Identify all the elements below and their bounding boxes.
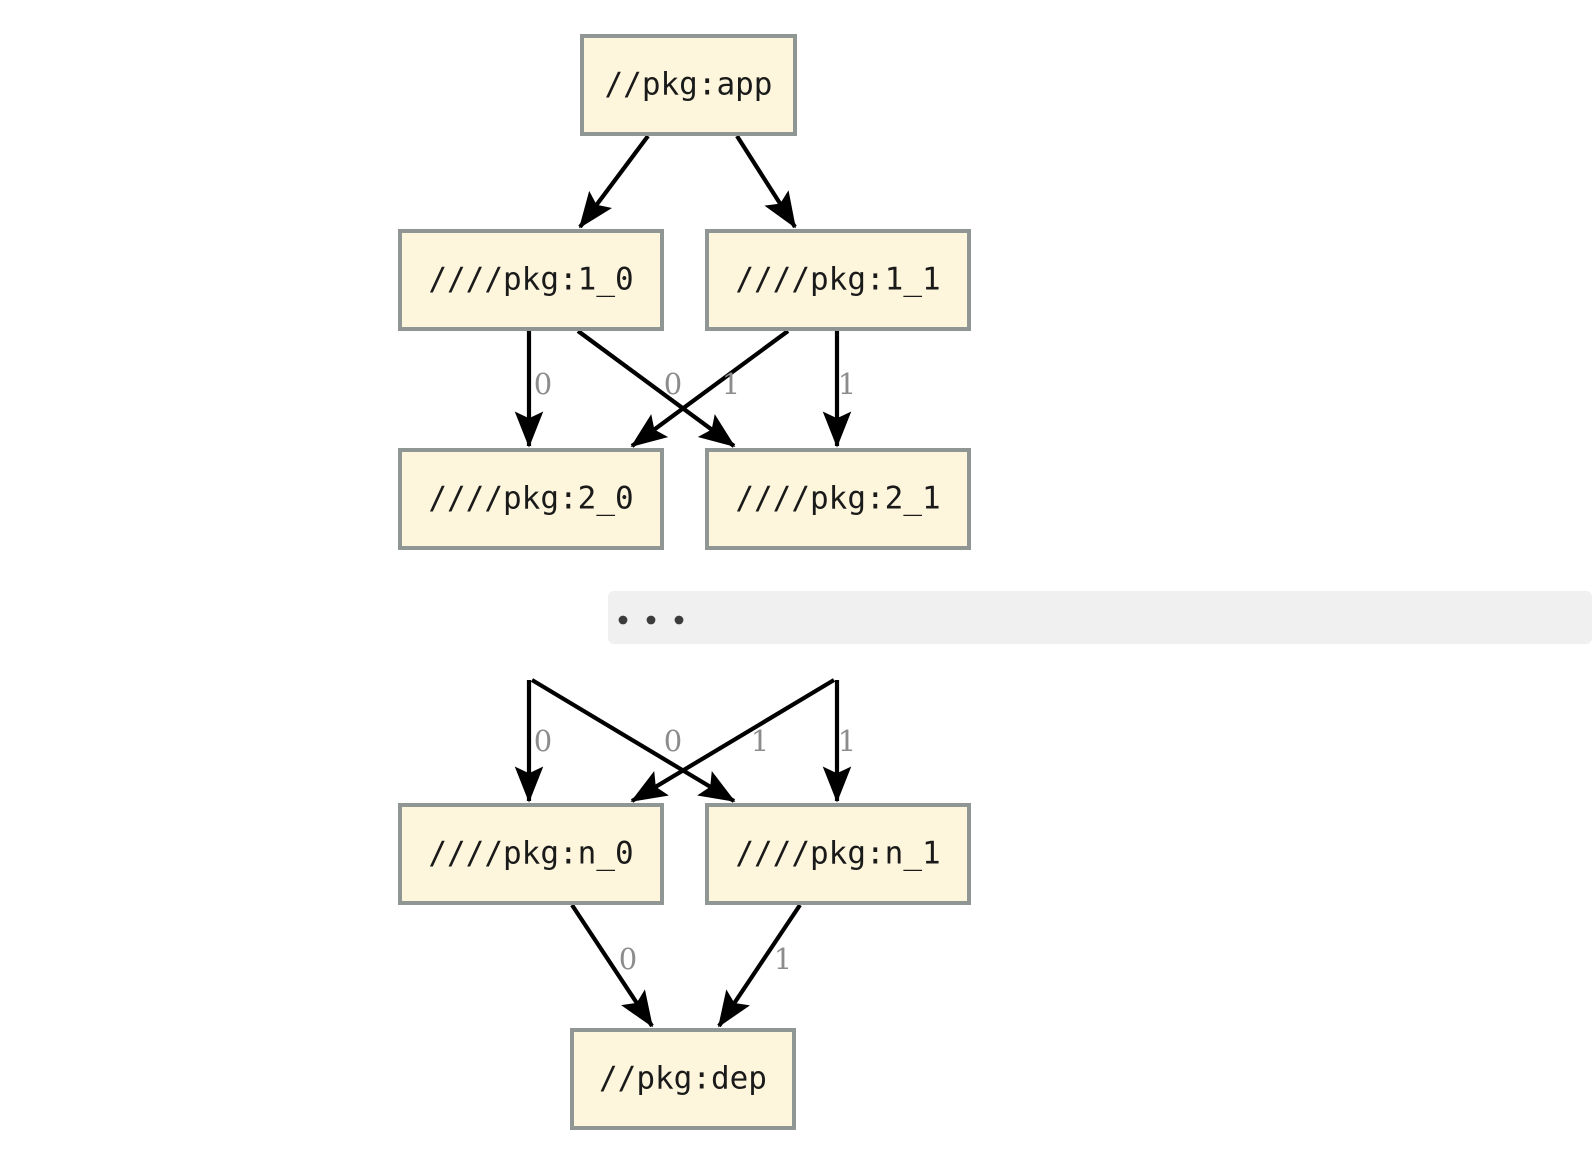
- node-label: //pkg:app: [605, 67, 773, 103]
- node-label: ////pkg:1_1: [735, 262, 940, 298]
- node-label: //pkg:dep: [599, 1061, 767, 1097]
- edge-label: 1: [838, 724, 856, 758]
- edge-label: 0: [664, 724, 682, 758]
- dependency-edge: [530, 678, 736, 803]
- dependency-edge: [576, 329, 736, 448]
- graph-node-n1_1[interactable]: ////pkg:1_1: [705, 229, 971, 331]
- node-group: //pkg:app ////pkg:1_0 ////pkg:1_1 ////pkg:2…: [398, 34, 971, 1130]
- graph-node-n2_1[interactable]: ////pkg:2_1: [705, 448, 971, 550]
- edge-label-group: 0 0 1 1 0 0 1 1 0 1: [534, 367, 856, 976]
- node-box[interactable]: [705, 803, 971, 905]
- edge-label: 0: [619, 942, 637, 976]
- graph-node-dep[interactable]: //pkg:dep: [570, 1028, 796, 1130]
- graph-node-n2_0[interactable]: ////pkg:2_0: [398, 448, 664, 550]
- node-box[interactable]: [570, 1028, 796, 1130]
- node-box[interactable]: [398, 448, 664, 550]
- ellipsis-band-group: [608, 591, 1592, 644]
- node-box[interactable]: [705, 229, 971, 331]
- edge-label: 1: [751, 724, 769, 758]
- ellipsis-dot-icon: [674, 615, 684, 625]
- edge-label: 1: [774, 942, 792, 976]
- ellipsis-dot-icon: [646, 615, 656, 625]
- node-box[interactable]: [580, 34, 797, 136]
- node-label: ////pkg:n_0: [428, 836, 633, 872]
- dependency-edge: [717, 903, 802, 1028]
- dependency-edge: [578, 134, 650, 229]
- dependency-edge: [570, 903, 654, 1028]
- node-box[interactable]: [398, 229, 664, 331]
- edge-group: [514, 134, 852, 1028]
- node-label: ////pkg:1_0: [428, 262, 633, 298]
- edge-label: 1: [722, 367, 740, 401]
- dependency-edge: [630, 329, 790, 448]
- graph-node-n1_0[interactable]: ////pkg:1_0: [398, 229, 664, 331]
- edge-label: 0: [534, 724, 552, 758]
- graph-node-app[interactable]: //pkg:app: [580, 34, 797, 136]
- edge-label: 0: [534, 367, 552, 401]
- node-box[interactable]: [705, 448, 971, 550]
- ellipsis-band: [608, 591, 1592, 644]
- ellipsis-dot-icon: [618, 615, 628, 625]
- graph-node-nn_1[interactable]: ////pkg:n_1: [705, 803, 971, 905]
- node-label: ////pkg:2_1: [735, 481, 940, 517]
- edge-label: 1: [838, 367, 856, 401]
- graph-node-nn_0[interactable]: ////pkg:n_0: [398, 803, 664, 905]
- dependency-edge: [630, 678, 836, 803]
- node-label: ////pkg:2_0: [428, 481, 633, 517]
- dependency-edge: [735, 134, 797, 229]
- node-label: ////pkg:n_1: [735, 836, 940, 872]
- edge-label: 0: [664, 367, 682, 401]
- node-box[interactable]: [398, 803, 664, 905]
